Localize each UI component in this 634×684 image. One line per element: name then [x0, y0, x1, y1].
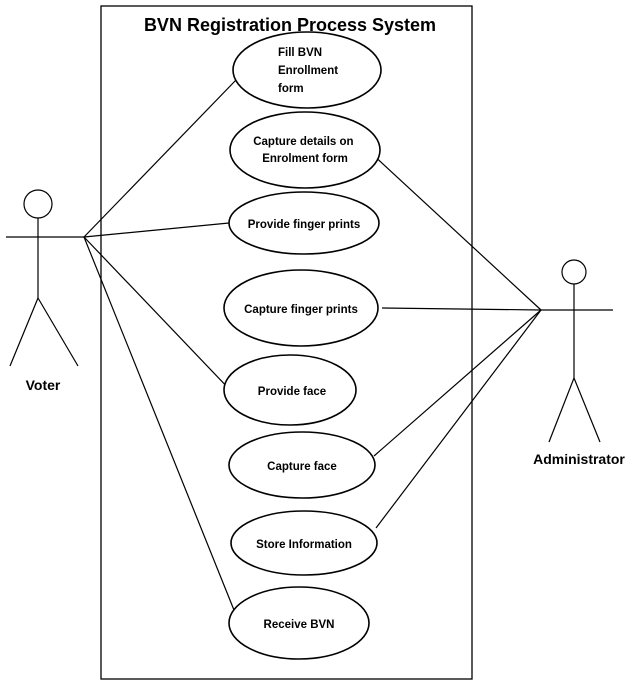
- use-case-ellipse: [232, 31, 382, 109]
- use-case-label-line: Provide face: [258, 386, 326, 398]
- use-case-label-line: Capture details on: [253, 136, 353, 148]
- association-admin-capture-details: [369, 151, 542, 311]
- use-case-ellipse: [228, 586, 370, 660]
- use-case-ellipse: [223, 269, 379, 347]
- administrator-right-leg: [573, 377, 601, 443]
- associations: [83, 79, 542, 626]
- actor-administrator: Administrator: [533, 259, 625, 467]
- use-case-provide-finger-prints: Provide finger prints: [228, 191, 380, 255]
- use-case-receive-bvn: Receive BVN: [228, 586, 370, 660]
- association-voter-fill-form: [83, 79, 237, 238]
- use-case-label-line: Capture face: [267, 461, 337, 473]
- use-case-ellipse: [229, 111, 381, 189]
- use-case-label: Provide finger prints: [248, 219, 360, 231]
- voter-right-leg: [37, 297, 79, 367]
- use-case-capture-finger-prints: Capture finger prints: [223, 269, 379, 347]
- use-case-label-line: Enrollment: [278, 65, 338, 77]
- administrator-head: [561, 259, 587, 285]
- use-case-label: Receive BVN: [264, 619, 335, 631]
- association-voter-provide-finger-prints: [83, 222, 230, 238]
- use-case-ellipse: [228, 431, 376, 499]
- voter-head: [23, 189, 53, 219]
- use-case-label: Capture face: [267, 461, 337, 473]
- use-case-label: Capture finger prints: [244, 304, 358, 316]
- association-admin-store-information: [375, 309, 542, 529]
- system-boundary: [100, 5, 473, 680]
- use-case-ellipse: [223, 354, 357, 426]
- use-case-label: Store Information: [256, 539, 352, 551]
- association-voter-provide-face: [83, 236, 233, 393]
- voter-label: Voter: [26, 377, 61, 393]
- use-case-capture-face: Capture face: [228, 431, 376, 499]
- association-voter-receive-bvn: [83, 236, 241, 626]
- use-case-label-line: Store Information: [256, 539, 352, 551]
- association-admin-capture-face: [373, 309, 542, 457]
- use-case-label-line: Capture finger prints: [244, 304, 358, 316]
- actor-voter: Voter: [6, 189, 84, 393]
- administrator-label: Administrator: [533, 451, 625, 467]
- use-case-ellipse: [228, 191, 380, 255]
- use-case-label-line: Enrolment form: [262, 153, 348, 165]
- use-case-label: Fill BVN Enrollment form: [278, 47, 341, 95]
- use-case-label: Provide face: [258, 386, 326, 398]
- use-case-capture-details-on-enrolment-form: Capture details on Enrolment form: [229, 111, 381, 189]
- use-case-ellipse: [230, 510, 378, 576]
- use-case-fill-bvn-enrollment-form: Fill BVN Enrollment form: [232, 31, 382, 109]
- system-title: BVN Registration Process System: [144, 15, 436, 35]
- use-case-label-line: Receive BVN: [264, 619, 335, 631]
- voter-left-leg: [9, 297, 39, 367]
- use-case-provide-face: Provide face: [223, 354, 357, 426]
- use-case-label: Capture details on Enrolment form: [253, 136, 357, 165]
- association-admin-capture-finger-prints: [381, 307, 542, 311]
- administrator-left-leg: [548, 377, 575, 443]
- use-case-label-line: Provide finger prints: [248, 219, 360, 231]
- use-case-label-line: form: [278, 83, 304, 95]
- use-case-label-line: Fill BVN: [278, 47, 322, 59]
- use-case-store-information: Store Information: [230, 510, 378, 576]
